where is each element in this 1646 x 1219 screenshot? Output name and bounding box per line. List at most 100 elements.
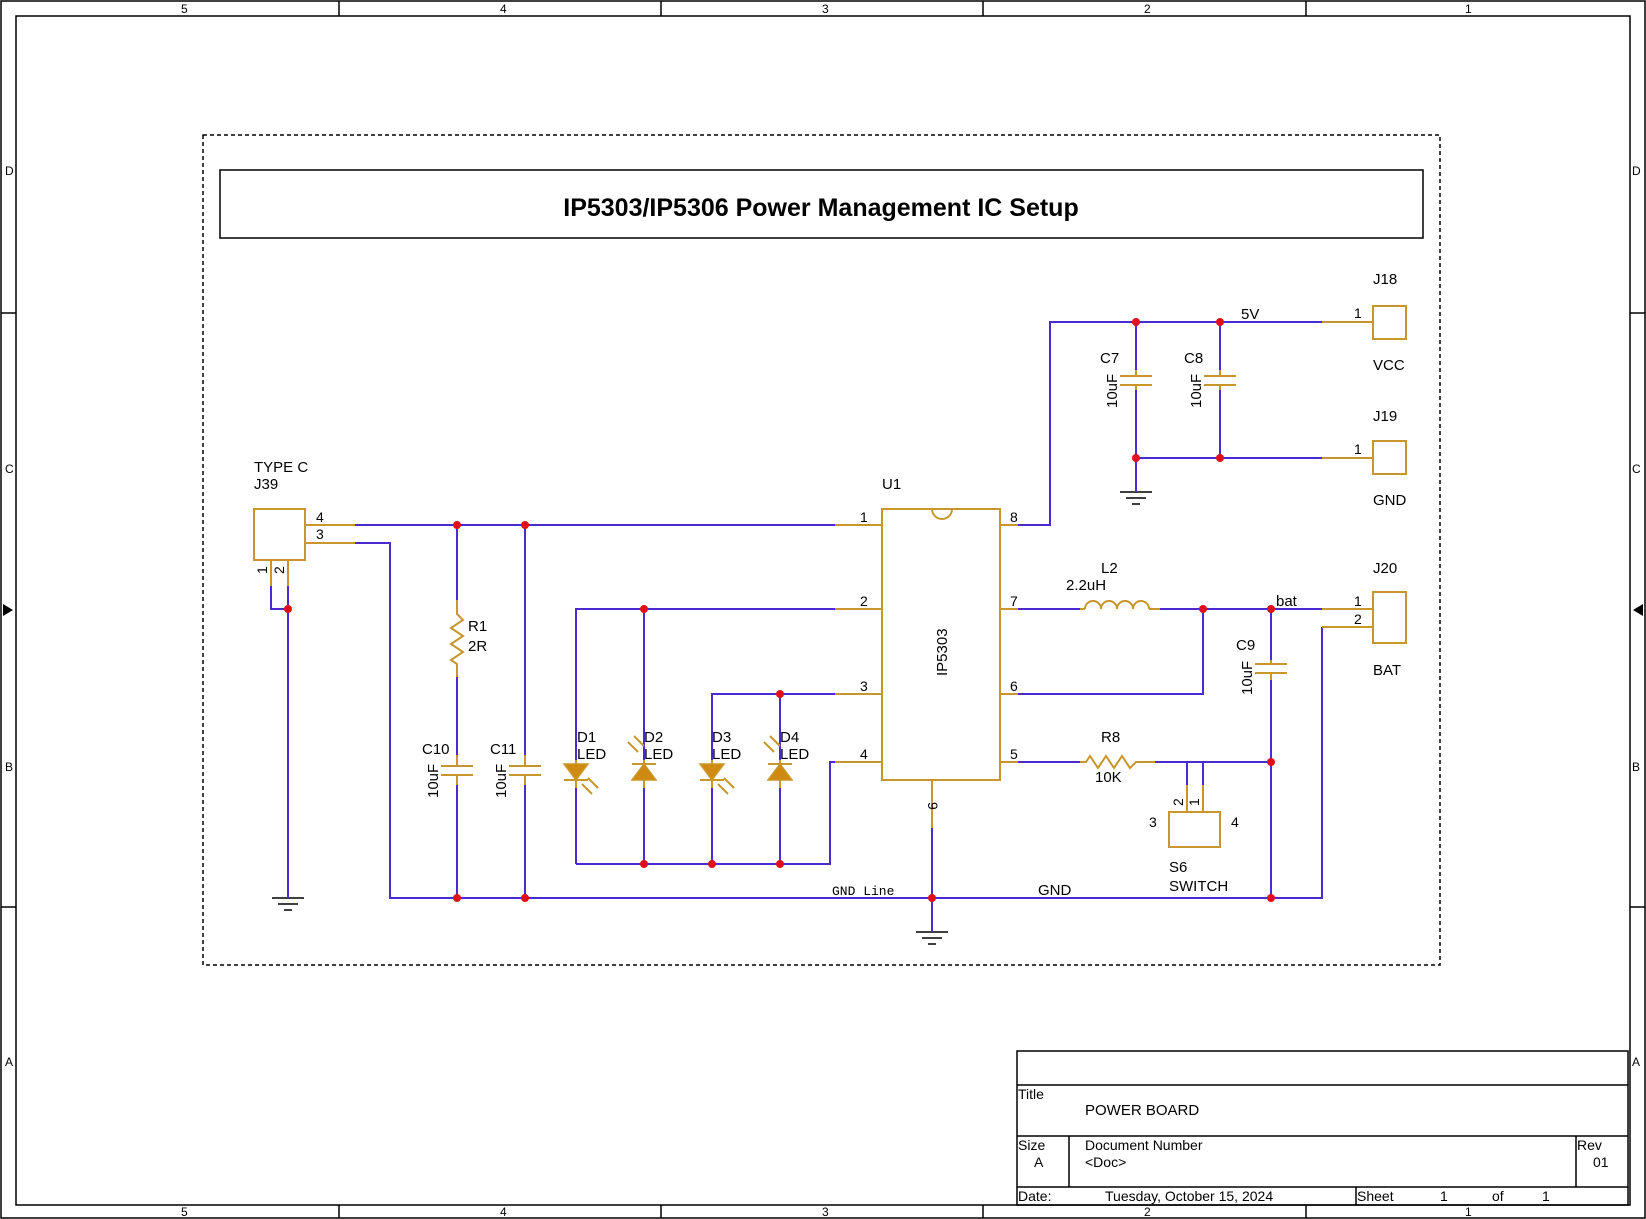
zone-col-label: 2	[1144, 1205, 1151, 1219]
zone-row-label: C	[5, 462, 14, 476]
center-mark-left	[3, 604, 13, 616]
date-label: Date:	[1018, 1188, 1051, 1204]
zone-col-label: 1	[1465, 2, 1472, 16]
zone-row-label: C	[1632, 462, 1641, 476]
sheet-label: Sheet	[1357, 1188, 1394, 1204]
zone-row-label: B	[1632, 760, 1640, 774]
net-label-5v: 5V	[1241, 306, 1259, 323]
l2-value: 2.2uH	[1066, 577, 1106, 594]
capacitor-c10: C10 10uF	[422, 741, 473, 798]
c10-value: 10uF	[425, 764, 442, 798]
pin-number: 2	[860, 593, 868, 609]
c7-value: 10uF	[1104, 374, 1121, 408]
capacitor-c9: C9 10uF	[1236, 637, 1287, 695]
resistor-r8: R8 10K	[1080, 729, 1155, 786]
j19-ref: J19	[1373, 408, 1397, 425]
ic-u1: U1 IP5303 1 2 3 4 5 6 7 8 9	[860, 476, 1018, 810]
d1-value: LED	[577, 746, 606, 763]
ground-symbol	[272, 890, 304, 911]
c11-ref: C11	[490, 741, 516, 758]
pin-stubs	[270, 321, 1373, 828]
ground-symbol	[1120, 488, 1152, 505]
zone-labels: 5 4 3 2 1 5 4 3 2 1 D C B A D C B A	[5, 2, 1641, 1219]
pin-number: 2	[271, 566, 287, 574]
pin-number: 7	[1010, 593, 1018, 609]
pin-number: 8	[1010, 509, 1018, 525]
pin-number: 9	[925, 802, 941, 810]
size-label: Size	[1018, 1137, 1045, 1153]
pin-number: 5	[1010, 746, 1018, 762]
c10-ref: C10	[422, 741, 450, 758]
pin-number: 1	[254, 566, 270, 574]
led-d1: D1 LED	[562, 729, 606, 795]
of-value: 1	[1542, 1188, 1550, 1204]
c9-value: 10uF	[1239, 661, 1256, 695]
zone-col-label: 1	[1465, 1205, 1472, 1219]
led-d2: D2 LED	[627, 729, 673, 788]
docnum-label: Document Number	[1085, 1137, 1203, 1153]
connector-j39: TYPE C J39 4 3 1 2	[253, 459, 324, 574]
r1-ref: R1	[468, 618, 487, 635]
pin-number: 3	[316, 526, 324, 542]
zone-col-label: 4	[500, 2, 507, 16]
inductor-l2: L2 2.2uH	[1066, 560, 1160, 610]
sheet-value: 1	[1440, 1188, 1448, 1204]
circuit-dashed-border	[202, 134, 1441, 966]
zone-col-label: 3	[822, 2, 829, 16]
date-value: Tuesday, October 15, 2024	[1105, 1188, 1273, 1204]
j20-label: BAT	[1373, 662, 1401, 679]
j39-ref: J39	[254, 476, 278, 493]
r8-value: 10K	[1095, 769, 1122, 786]
zone-row-label: B	[5, 760, 13, 774]
title-label: Title	[1018, 1086, 1044, 1102]
capacitor-c8: C8 10uF	[1184, 350, 1236, 408]
title-value: POWER BOARD	[1085, 1102, 1199, 1119]
zone-row-label: D	[1632, 164, 1641, 178]
connector-j18: J18 VCC 1	[1354, 271, 1407, 374]
j20-ref: J20	[1373, 560, 1397, 577]
connector-j20: J20 BAT 1 2	[1354, 560, 1407, 679]
pin-number: 4	[1231, 814, 1239, 830]
zone-col-label: 3	[822, 1205, 829, 1219]
r8-ref: R8	[1101, 729, 1120, 746]
title-block: Title POWER BOARD Size A Document Number…	[1016, 1050, 1629, 1206]
pin-number: 3	[1149, 814, 1157, 830]
pin-number: 1	[1354, 305, 1362, 321]
d3-value: LED	[712, 746, 741, 763]
size-value: A	[1034, 1154, 1044, 1170]
zone-row-label: D	[5, 164, 14, 178]
c8-value: 10uF	[1188, 374, 1205, 408]
pin-number: 4	[316, 509, 324, 525]
c11-value: 10uF	[493, 764, 510, 798]
pin-number: 1	[1354, 441, 1362, 457]
r1-value: 2R	[468, 638, 487, 655]
d4-value: LED	[780, 746, 809, 763]
d2-ref: D2	[644, 729, 663, 746]
net-label-bat: bat	[1276, 593, 1298, 610]
d1-ref: D1	[577, 729, 596, 746]
u1-part: IP5303	[934, 628, 951, 676]
capacitor-c7: C7 10uF	[1100, 350, 1152, 408]
c7-ref: C7	[1100, 350, 1119, 367]
d4-ref: D4	[780, 729, 799, 746]
docnum-value: <Doc>	[1085, 1154, 1126, 1170]
j19-label: GND	[1373, 492, 1407, 509]
j18-label: VCC	[1373, 357, 1405, 374]
s6-name: SWITCH	[1169, 878, 1228, 895]
pin-number: 6	[1010, 678, 1018, 694]
diagram-title-box	[219, 169, 1424, 239]
rev-label: Rev	[1577, 1137, 1602, 1153]
u1-ref: U1	[882, 476, 901, 493]
j18-ref: J18	[1373, 271, 1397, 288]
connector-j19: J19 GND 1	[1354, 408, 1407, 509]
zone-col-label: 4	[500, 1205, 507, 1219]
c8-ref: C8	[1184, 350, 1203, 367]
diagram-title: IP5303/IP5306 Power Management IC Setup	[563, 194, 1078, 222]
wires	[270, 321, 1325, 928]
pin-number: 1	[1354, 593, 1362, 609]
center-mark-right	[1633, 604, 1643, 616]
pin-number: 1	[860, 509, 868, 525]
zone-col-label: 5	[181, 2, 188, 16]
zone-row-label: A	[1632, 1055, 1640, 1069]
